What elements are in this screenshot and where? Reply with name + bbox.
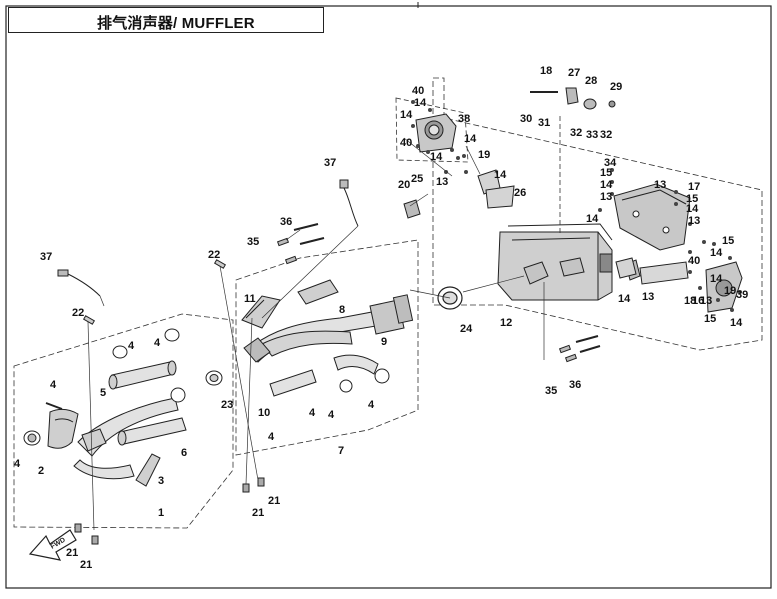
springs-bolts	[276, 223, 601, 363]
callout-label: 23	[221, 399, 233, 411]
callout-label: 14	[400, 109, 413, 121]
callout-label: 14	[414, 97, 427, 109]
callout-label: 14	[710, 273, 723, 285]
callout-label: 14	[730, 317, 743, 329]
outer-border	[5, 5, 772, 589]
callout-label: 21	[66, 547, 78, 559]
callout-label: 13	[642, 291, 654, 303]
callout-label: 5	[100, 387, 106, 399]
callout-label: 36	[280, 216, 292, 228]
callout-label: 3	[158, 475, 164, 487]
group-box-7	[235, 239, 419, 456]
callout-label: 15	[600, 167, 612, 179]
callout-label: 17	[688, 181, 700, 193]
callout-label: 22	[208, 249, 220, 261]
small-fasteners	[411, 100, 742, 312]
leader-lines	[87, 137, 545, 531]
callout-label: 14	[710, 247, 723, 259]
callout-label: 1	[158, 507, 164, 519]
callout-label: 18	[540, 65, 552, 77]
callout-label: 15	[704, 313, 716, 325]
callout-label: 40	[688, 255, 700, 267]
callout-label: 39	[736, 289, 748, 301]
callout-label: 4	[154, 337, 161, 349]
callout-label: 9	[381, 336, 387, 348]
callout-label: 32	[600, 129, 612, 141]
callout-label: 14	[586, 213, 599, 225]
callout-label: 7	[338, 445, 344, 457]
callout-label: 13	[436, 176, 448, 188]
callout-label: 13	[600, 191, 612, 203]
callout-label: 21	[252, 507, 264, 519]
callout-label: 4	[128, 340, 135, 352]
callout-label: 38	[458, 113, 470, 125]
callout-label: 19	[724, 285, 736, 297]
callout-label: 33	[586, 129, 598, 141]
callout-label: 37	[40, 251, 52, 263]
callout-label: 11	[244, 293, 256, 305]
callout-label: 8	[339, 304, 345, 316]
callout-label: 2	[38, 465, 44, 477]
callout-label: 14	[464, 133, 477, 145]
front-pipe-assembly	[23, 328, 187, 487]
callout-label: 14	[618, 293, 631, 305]
callout-label: 32	[570, 127, 582, 139]
callout-label: 6	[181, 447, 187, 459]
callout-label: 14	[0, 0, 13, 3]
callout-label: 10	[258, 407, 270, 419]
callout-label: 18	[684, 295, 696, 307]
callout-label: 28	[585, 75, 597, 87]
callout-label: 13	[700, 295, 712, 307]
callout-label: 34	[604, 157, 617, 169]
callout-label: 35	[247, 236, 259, 248]
callout-label: 13	[0, 0, 12, 3]
callout-label: 4	[328, 409, 335, 421]
page-title: 排气消声器/ MUFFLER	[97, 15, 255, 32]
callout-label: 37	[324, 157, 336, 169]
callout-label: 40	[400, 137, 412, 149]
callout-label: 16	[692, 295, 704, 307]
group-box-38	[395, 97, 469, 163]
title-box: 排气消声器/ MUFFLER	[8, 7, 324, 33]
callout-label: 13	[654, 179, 666, 191]
callout-label: 40	[0, 0, 12, 3]
callout-label: 40	[412, 85, 424, 97]
callout-label: 31	[538, 117, 550, 129]
callout-label: 15	[686, 193, 698, 205]
callout-label: 14	[430, 151, 443, 163]
callout-label: 25	[411, 173, 423, 185]
callout-label: 35	[545, 385, 557, 397]
callout-label: 29	[610, 81, 622, 93]
callout-label: 19	[478, 149, 490, 161]
group-box-1	[13, 313, 234, 529]
callout-label: 4	[309, 407, 316, 419]
callout-label: 4	[368, 399, 375, 411]
callout-label: 24	[460, 323, 473, 335]
callout-label: 15	[722, 235, 734, 247]
callout-label: 14	[600, 179, 613, 191]
callout-label: 30	[520, 113, 532, 125]
callout-label: 13	[688, 215, 700, 227]
gaskets-22	[82, 259, 227, 325]
callout-label: 20	[398, 179, 410, 191]
callout-label: 4	[50, 379, 57, 391]
callout-label: 14	[686, 203, 699, 215]
callout-label: 4	[14, 458, 21, 470]
callout-label: 22	[72, 307, 84, 319]
callout-label: 4	[268, 431, 275, 443]
muffler-assembly	[403, 87, 743, 313]
bolts-21	[74, 477, 265, 545]
callout-label: 26	[514, 187, 526, 199]
callout-label: 12	[500, 317, 512, 329]
callout-label: 21	[268, 495, 280, 507]
callout-label: 21	[80, 559, 92, 571]
callout-label: 14	[494, 169, 507, 181]
callout-label: 27	[568, 67, 580, 79]
o2-sensors	[57, 179, 359, 297]
callout-label: 36	[569, 379, 581, 391]
mid-pipe-assembly	[205, 279, 414, 397]
